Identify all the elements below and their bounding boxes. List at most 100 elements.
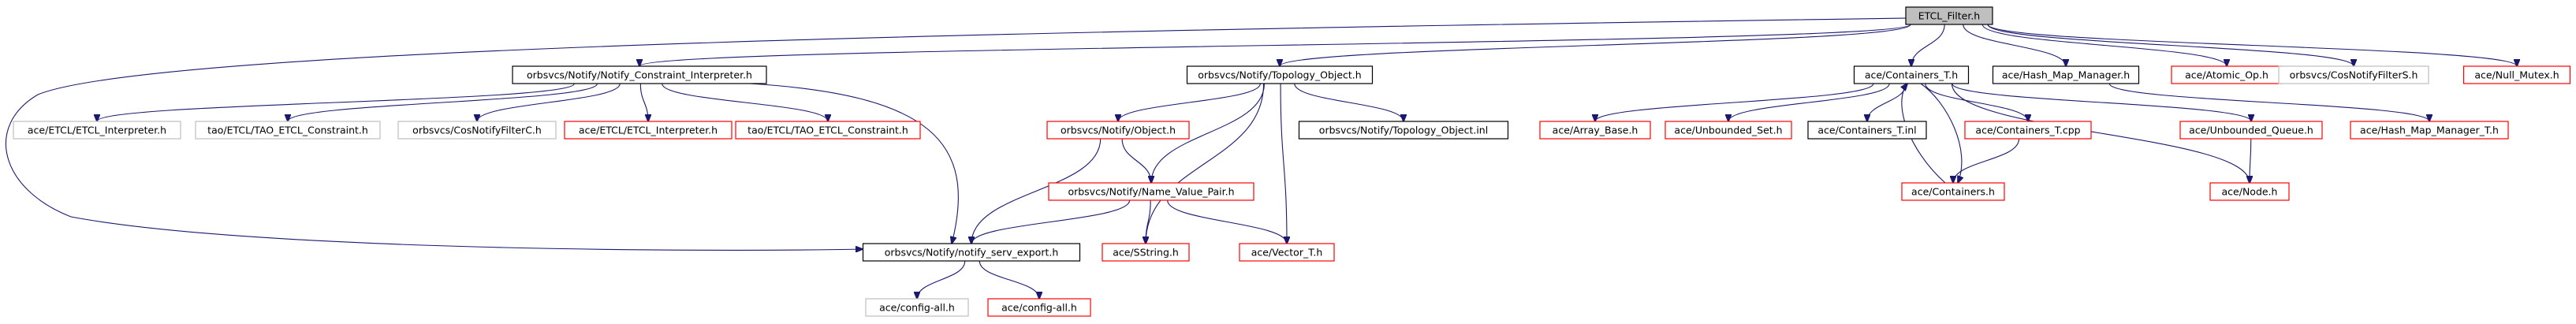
- graph-node-box: [564, 121, 733, 140]
- graph-edge-export-to-cfg_ext: [917, 260, 966, 299]
- graph-node-containers[interactable]: ace/Containers.h: [1901, 182, 2005, 201]
- graph-node-box: [2462, 65, 2571, 84]
- graph-node-hashmap[interactable]: ace/Hash_Map_Manager.h: [1992, 65, 2140, 84]
- graph-edge-line: [971, 138, 1102, 244]
- graph-edge-line: [971, 199, 1131, 244]
- graph-node-etcl_interp[interactable]: ace/ETCL/ETCL_Interpreter.h: [564, 121, 733, 140]
- graph-node-object[interactable]: orbsvcs/Notify/Object.h: [1046, 121, 1190, 140]
- graph-node-label: ace/Node.h: [2222, 186, 2278, 198]
- graph-edge-cont_t-to-unb_set: [1728, 83, 1890, 121]
- graph-node-label: tao/ETCL/TAO_ETCL_Constraint.h: [207, 125, 368, 136]
- graph-edge-root-to-nci: [639, 24, 1911, 66]
- graph-node-label: orbsvcs/Notify/Name_Value_Pair.h: [1068, 186, 1234, 198]
- graph-node-node[interactable]: ace/Node.h: [2209, 182, 2290, 201]
- graph-edge-line: [477, 83, 621, 121]
- graph-edge-root-to-hashmap: [1963, 24, 2066, 66]
- graph-edge-line: [639, 24, 1911, 66]
- graph-node-array_base[interactable]: ace/Array_Base.h: [1539, 121, 1651, 140]
- graph-node-label: ace/Containers_T.inl: [1817, 125, 1916, 136]
- graph-node-nullmutex[interactable]: ace/Null_Mutex.h: [2462, 65, 2571, 84]
- graph-node-label: ace/Hash_Map_Manager.h: [2002, 69, 2130, 81]
- graph-node-label: orbsvcs/Notify/Topology_Object.h: [1198, 69, 1361, 81]
- nodes-layer: ETCL_Filter.h orbsvcs/Notify/Notify_Const…: [13, 6, 2571, 317]
- graph-edge-line: [1121, 138, 1151, 183]
- graph-edge-nci-to-tao_etcl_ext: [288, 83, 598, 121]
- graph-edge-nci-to-export: [749, 83, 959, 244]
- graph-edge-line: [1951, 83, 2250, 183]
- graph-node-box: [1186, 65, 1374, 84]
- graph-edge-hashmap-to-hashmap_t: [2108, 83, 2429, 121]
- graph-node-cont_tcpp[interactable]: ace/Containers_T.cpp: [1964, 121, 2092, 140]
- graph-edge-line: [2108, 83, 2429, 121]
- graph-node-label: ace/config-all.h: [879, 302, 955, 314]
- graph-node-hashmap_t[interactable]: ace/Hash_Map_Manager_T.h: [2350, 121, 2509, 140]
- graph-edge-line: [2250, 138, 2251, 183]
- graph-edge-line: [1953, 138, 2020, 183]
- graph-node-atomic[interactable]: ace/Atomic_Op.h: [2171, 65, 2283, 84]
- graph-node-nvp[interactable]: orbsvcs/Notify/Name_Value_Pair.h: [1048, 182, 1254, 201]
- graph-edge-object-to-export: [971, 138, 1102, 244]
- graph-node-label: ace/SString.h: [1113, 247, 1179, 259]
- graph-edge-cont_t-to-unb_queue: [1952, 83, 2251, 121]
- graph-node-cnfs: orbsvcs/CosNotifyFilterS.h: [2278, 65, 2429, 84]
- graph-edge-root-to-cont_t: [1911, 24, 1945, 66]
- graph-node-label: ace/config-all.h: [1001, 302, 1077, 314]
- graph-node-tao_etcl[interactable]: tao/ETCL/TAO_ETCL_Constraint.h: [735, 121, 921, 140]
- graph-node-box: [1102, 243, 1190, 262]
- graph-node-label: ace/ETCL/ETCL_Interpreter.h: [579, 125, 718, 136]
- graph-node-box: [987, 298, 1091, 317]
- graph-edge-line: [288, 83, 598, 121]
- graph-node-label: orbsvcs/CosNotifyFilterS.h: [2290, 69, 2418, 81]
- graph-edge-line: [917, 260, 966, 299]
- graph-node-label: ace/Containers_T.cpp: [1975, 125, 2080, 136]
- graph-node-unb_set[interactable]: ace/Unbounded_Set.h: [1665, 121, 1792, 140]
- graph-edge-line: [1911, 24, 1945, 66]
- graph-node-sstring[interactable]: ace/SString.h: [1102, 243, 1190, 262]
- graph-node-box: [1046, 121, 1190, 140]
- graph-node-box: [195, 121, 381, 140]
- graph-edge-line: [1867, 83, 1907, 121]
- graph-node-label: ace/ETCL/ETCL_Interpreter.h: [28, 125, 166, 136]
- graph-edge-topo-to-sstring: [1146, 83, 1265, 244]
- graph-edge-cont_t-to-cont_tinl: [1867, 83, 1907, 121]
- graph-edge-line: [662, 83, 828, 121]
- graph-node-root[interactable]: ETCL_Filter.h: [1905, 6, 1993, 25]
- graph-edge-line: [1146, 83, 1265, 244]
- graph-edge-line: [97, 83, 575, 121]
- graph-edge-root-to-topo: [1280, 24, 1911, 66]
- graph-node-topo[interactable]: orbsvcs/Notify/Topology_Object.h: [1186, 65, 1374, 84]
- graph-edge-line: [1963, 24, 2066, 66]
- graph-node-nci[interactable]: orbsvcs/Notify/Notify_Constraint_Interpr…: [512, 65, 767, 84]
- graph-node-box: [1964, 121, 2092, 140]
- graph-edge-line: [1595, 83, 1874, 121]
- graph-node-label: ace/Vector_T.h: [1251, 247, 1323, 259]
- graph-node-etcl_interp_ext: ace/ETCL/ETCL_Interpreter.h: [13, 121, 181, 140]
- graph-node-unb_queue[interactable]: ace/Unbounded_Queue.h: [2179, 121, 2323, 140]
- graph-node-label: orbsvcs/Notify/Topology_Object.inl: [1319, 125, 1488, 136]
- graph-node-export[interactable]: orbsvcs/Notify/notify_serv_export.h: [862, 243, 1081, 262]
- graph-edge-line: [1118, 83, 1261, 121]
- graph-node-box: [1807, 121, 1927, 140]
- graph-node-box: [397, 121, 557, 140]
- graph-node-box: [1665, 121, 1792, 140]
- graph-node-cont_t[interactable]: ace/Containers_T.h: [1853, 65, 1970, 84]
- graph-edge-line: [1294, 83, 1404, 121]
- graph-edge-export-to-cfg: [979, 260, 1039, 299]
- graph-node-box: [512, 65, 767, 84]
- graph-node-cont_tinl[interactable]: ace/Containers_T.inl: [1807, 121, 1927, 140]
- graph-edge-topo-to-object: [1118, 83, 1261, 121]
- graph-node-cfg[interactable]: ace/config-all.h: [987, 298, 1091, 317]
- graph-node-box: [2350, 121, 2509, 140]
- graph-node-cnfc: orbsvcs/CosNotifyFilterC.h: [397, 121, 557, 140]
- edges-layer: [5, 17, 2517, 299]
- graph-edge-cont_t-to-node: [1951, 83, 2250, 183]
- graph-node-vector[interactable]: ace/Vector_T.h: [1239, 243, 1335, 262]
- graph-node-box: [1853, 65, 1970, 84]
- graph-node-box: [1539, 121, 1651, 140]
- graph-node-label: ace/Unbounded_Queue.h: [2189, 125, 2313, 136]
- graph-edge-unb_queue-to-node: [2250, 138, 2251, 183]
- graph-edge-line: [5, 17, 1907, 250]
- graph-edge-nvp-to-export: [971, 199, 1131, 244]
- graph-node-topo_inl[interactable]: orbsvcs/Notify/Topology_Object.inl: [1298, 121, 1509, 140]
